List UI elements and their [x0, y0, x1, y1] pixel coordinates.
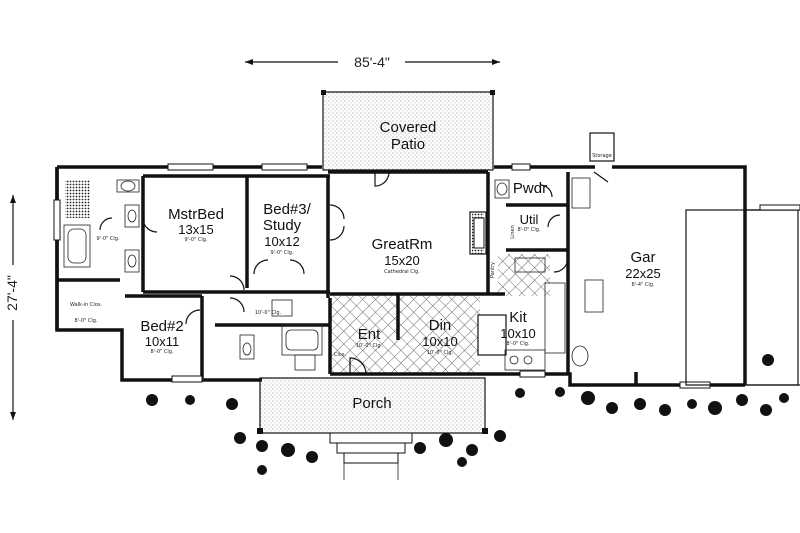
svg-text:9'-0" Clg.: 9'-0" Clg. [270, 250, 293, 256]
room-label-util: Util 8'-0" Clg. [517, 212, 540, 233]
svg-text:10'-0" Clg.: 10'-0" Clg. [356, 343, 383, 349]
svg-text:8'-0" Clg.: 8'-0" Clg. [150, 349, 173, 355]
svg-text:10x10: 10x10 [500, 326, 535, 341]
room-label-dining: Din 10x10 10'-0" Clg. [422, 317, 457, 356]
room-label-entry: Ent 10'-0" Clg. [356, 326, 383, 349]
landscaping [146, 354, 789, 475]
storage-closet [589, 132, 615, 162]
toilet-icon [120, 180, 136, 192]
sink-icon [124, 204, 140, 228]
depth-dimension: 27'-4" [4, 195, 20, 420]
room-label-kitchen: Kit 10x10 8'-0" Clg. [500, 309, 535, 347]
covered-patio [321, 90, 495, 171]
svg-text:Util: Util [520, 212, 539, 227]
room-label-patio: Covered Patio [380, 119, 437, 153]
tile-floor-kitchen [498, 254, 550, 296]
room-label-bed3: Bed#3/ Study 10x12 9'-0" Clg. [263, 201, 312, 256]
fireplace-icon [469, 211, 487, 255]
svg-text:8'-4" Clg.: 8'-4" Clg. [631, 282, 654, 288]
water-heater-icon [571, 345, 589, 367]
svg-text:Din: Din [429, 317, 452, 334]
fixtures [63, 132, 615, 371]
doors [99, 171, 609, 375]
walkin-ceiling-label: 8'-0" Clg. [74, 318, 97, 324]
svg-text:10'-0" Clg.: 10'-0" Clg. [427, 350, 454, 356]
walkin-closet-label: Walk-in Clos. [70, 302, 102, 308]
shower-stall [65, 180, 90, 218]
linen-label: Linen [510, 225, 516, 239]
storage-label: Storage [592, 153, 612, 159]
svg-text:9'-0" Clg.: 9'-0" Clg. [184, 237, 207, 243]
svg-text:Bed#3/: Bed#3/ [263, 201, 311, 218]
width-dimension: 85'-4" [245, 54, 500, 70]
room-label-porch: Porch [352, 395, 391, 412]
depth-label: 27'-4" [4, 275, 20, 311]
svg-text:Bed#2: Bed#2 [140, 318, 183, 335]
svg-text:MstrBed: MstrBed [168, 206, 224, 223]
garage-doors [685, 204, 800, 386]
closet-label: Clos. [334, 352, 347, 358]
svg-text:10x11: 10x11 [145, 334, 179, 349]
room-label-great-room: GreatRm 15x20 Cathedral Clg. [372, 236, 433, 275]
svg-text:8'-0" Clg.: 8'-0" Clg. [517, 227, 540, 233]
pantry-label: Pantry [490, 262, 496, 278]
svg-text:Study: Study [263, 217, 302, 234]
svg-text:8'-0" Clg.: 8'-0" Clg. [506, 341, 529, 347]
svg-text:10x10: 10x10 [422, 334, 457, 349]
svg-text:10x12: 10x12 [264, 234, 299, 249]
tile-floor-entry-dining [330, 294, 480, 374]
svg-text:GreatRm: GreatRm [372, 236, 433, 253]
kitchen-island [477, 314, 507, 356]
svg-text:Patio: Patio [391, 136, 425, 153]
bathtub-icon [63, 224, 91, 268]
svg-text:Cathedral Clg.: Cathedral Clg. [384, 269, 420, 275]
svg-text:Covered: Covered [380, 119, 437, 136]
bathtub-icon [281, 324, 323, 356]
width-label: 85'-4" [354, 54, 390, 70]
svg-text:Gar: Gar [630, 249, 655, 266]
svg-text:15x20: 15x20 [384, 253, 419, 268]
room-label-garage: Gar 22x25 8'-4" Clg. [625, 249, 660, 288]
master-bath-ceiling-label: 9'-0" Clg. [96, 236, 119, 242]
svg-text:13x15: 13x15 [178, 222, 213, 237]
counter [544, 282, 566, 354]
svg-text:Kit: Kit [509, 309, 527, 326]
room-label-master: MstrBed 13x15 9'-0" Clg. [168, 206, 224, 243]
room-label-bed2: Bed#2 10x11 8'-0" Clg. [140, 318, 183, 355]
room-label-pwdr: Pwdr [513, 180, 547, 197]
toilet-icon [494, 179, 510, 199]
hall-ceiling-label: 10'-0" Clg. [255, 310, 282, 316]
svg-text:Ent: Ent [358, 326, 381, 343]
toilet-icon [242, 342, 252, 356]
porch [257, 377, 488, 480]
sink-icon [294, 354, 316, 371]
svg-text:22x25: 22x25 [625, 266, 660, 281]
